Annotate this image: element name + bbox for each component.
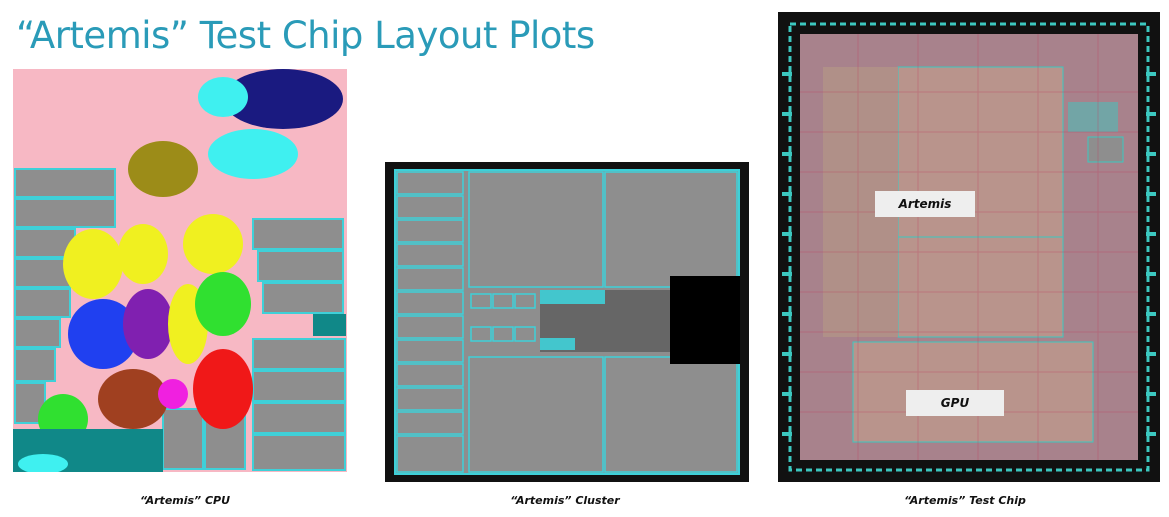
test-chip-layout-plot: Artemis GPU — [778, 12, 1160, 482]
slide-title: “Artemis” Test Chip Layout Plots — [16, 14, 595, 57]
cluster-layout-image — [385, 162, 749, 482]
gpu-block-label: GPU — [906, 390, 1004, 416]
test-chip-caption: “Artemis” Test Chip — [904, 494, 1026, 507]
cluster-layout-plot — [385, 162, 749, 482]
artemis-block-label: Artemis — [875, 191, 975, 217]
cpu-layout-image — [13, 69, 347, 472]
cluster-caption: “Artemis” Cluster — [510, 494, 620, 507]
cpu-caption: “Artemis” CPU — [139, 494, 231, 507]
cpu-layout-plot — [13, 69, 347, 472]
